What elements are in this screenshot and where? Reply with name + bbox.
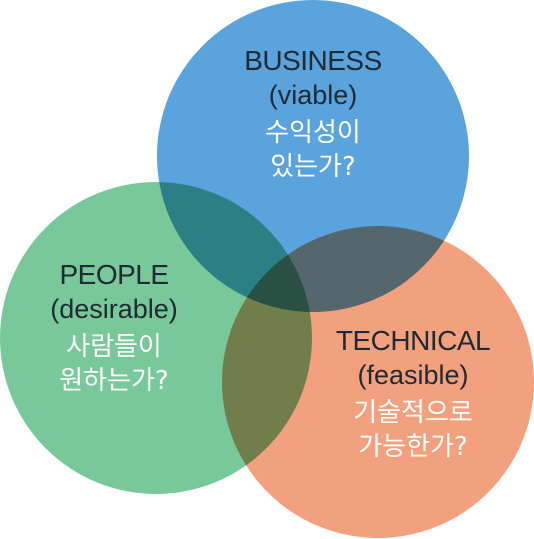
people-question-line-1: 사람들이 xyxy=(66,332,162,362)
people-question-line-2: 원하는가? xyxy=(59,366,169,396)
technical-question-line-1: 기술적으로 xyxy=(353,398,473,428)
technical-label: TECHNICAL (feasible) 기술적으로 가능한가? xyxy=(313,324,513,464)
people-label: PEOPLE (desirable) 사람들이 원하는가? xyxy=(14,258,214,398)
business-subtitle: (viable) xyxy=(268,80,358,110)
technical-title: TECHNICAL xyxy=(335,325,491,356)
technical-subtitle: (feasible) xyxy=(357,360,469,390)
technical-question: 기술적으로 가능한가? xyxy=(313,396,513,464)
business-title: BUSINESS xyxy=(244,45,382,76)
business-question-line-2: 있는가? xyxy=(270,152,356,182)
people-title: PEOPLE xyxy=(59,259,169,290)
people-question: 사람들이 원하는가? xyxy=(14,330,214,398)
technical-question-line-2: 가능한가? xyxy=(358,432,468,462)
business-question-line-1: 수익성이 xyxy=(265,118,361,148)
business-question: 수익성이 있는가? xyxy=(213,116,413,184)
technical-circle xyxy=(222,226,534,538)
people-subtitle: (desirable) xyxy=(50,294,178,324)
business-label: BUSINESS (viable) 수익성이 있는가? xyxy=(213,44,413,184)
